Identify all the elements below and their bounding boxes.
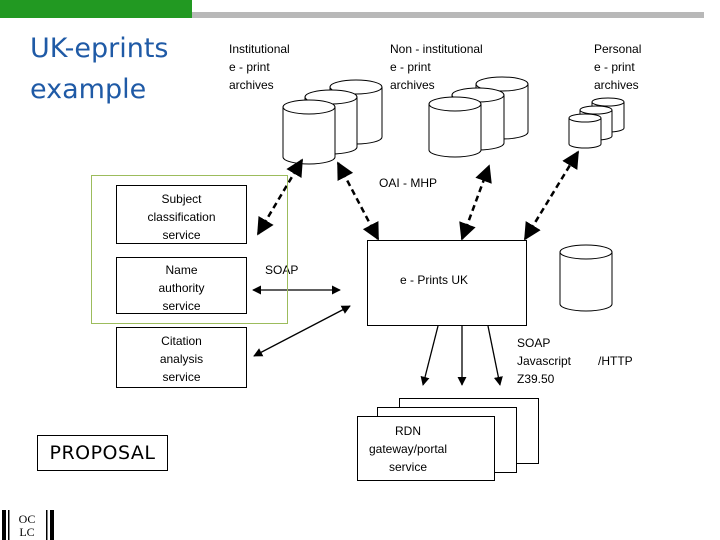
rdn-gateway-box: RDN gateway/portal service (357, 416, 495, 481)
soap-javascript-z3950-label: SOAP Javascript Z39.50 (517, 336, 572, 386)
name-authority-service-label: Name authority service (158, 263, 205, 313)
header-accent-bar (0, 0, 192, 18)
oai-arrow-institutional (336, 161, 380, 241)
oclc-logo: OC LC (2, 510, 54, 540)
gateway-arrow-3 (487, 325, 503, 386)
slide-title: UK-eprints example (30, 28, 210, 110)
archive-to-subject-arrow (256, 158, 304, 236)
institutional-archive-cylinders (282, 79, 383, 165)
rdn-gateway-label: RDN gateway/portal service (368, 424, 448, 474)
eprints-uk-label: e - Prints UK (400, 273, 469, 287)
oai-arrow-personal (523, 150, 580, 241)
header-divider (192, 12, 704, 18)
personal-archives-label: Personal e - print archives (594, 42, 642, 92)
eprints-database-cylinder (559, 244, 613, 312)
subject-classification-service-box: Subject classification service (116, 185, 247, 244)
eprints-uk-hub-box: e - Prints UK (367, 240, 527, 326)
personal-archive-cylinders (568, 97, 625, 149)
subject-classification-service-label: Subject classification service (147, 192, 216, 242)
proposal-box: PROPOSAL (37, 435, 168, 471)
subject-service-group-outline (91, 175, 288, 324)
slide-title-line-2: example (30, 74, 147, 105)
citation-analysis-service-box: Citation analysis service (116, 327, 247, 388)
slide-title-line-1: UK-eprints (30, 33, 169, 64)
non-institutional-archives-label: Non - institutional e - print archives (390, 42, 483, 92)
name-authority-service-box: Name authority service (116, 257, 247, 314)
oai-arrow-non-institutional (459, 164, 492, 241)
oai-mhp-label: OAI - MHP (379, 176, 438, 190)
gateway-arrow-1 (420, 325, 439, 386)
svg-text:OC: OC (19, 512, 36, 526)
non-institutional-archive-cylinders (428, 76, 529, 158)
citation-analysis-service-label: Citation analysis service (159, 334, 204, 384)
http-label: /HTTP (598, 354, 633, 368)
svg-text:LC: LC (19, 525, 34, 539)
soap-label: SOAP (265, 263, 299, 277)
institutional-archives-label: Institutional e - print archives (229, 42, 290, 92)
soap-arrow-citation (253, 305, 351, 357)
